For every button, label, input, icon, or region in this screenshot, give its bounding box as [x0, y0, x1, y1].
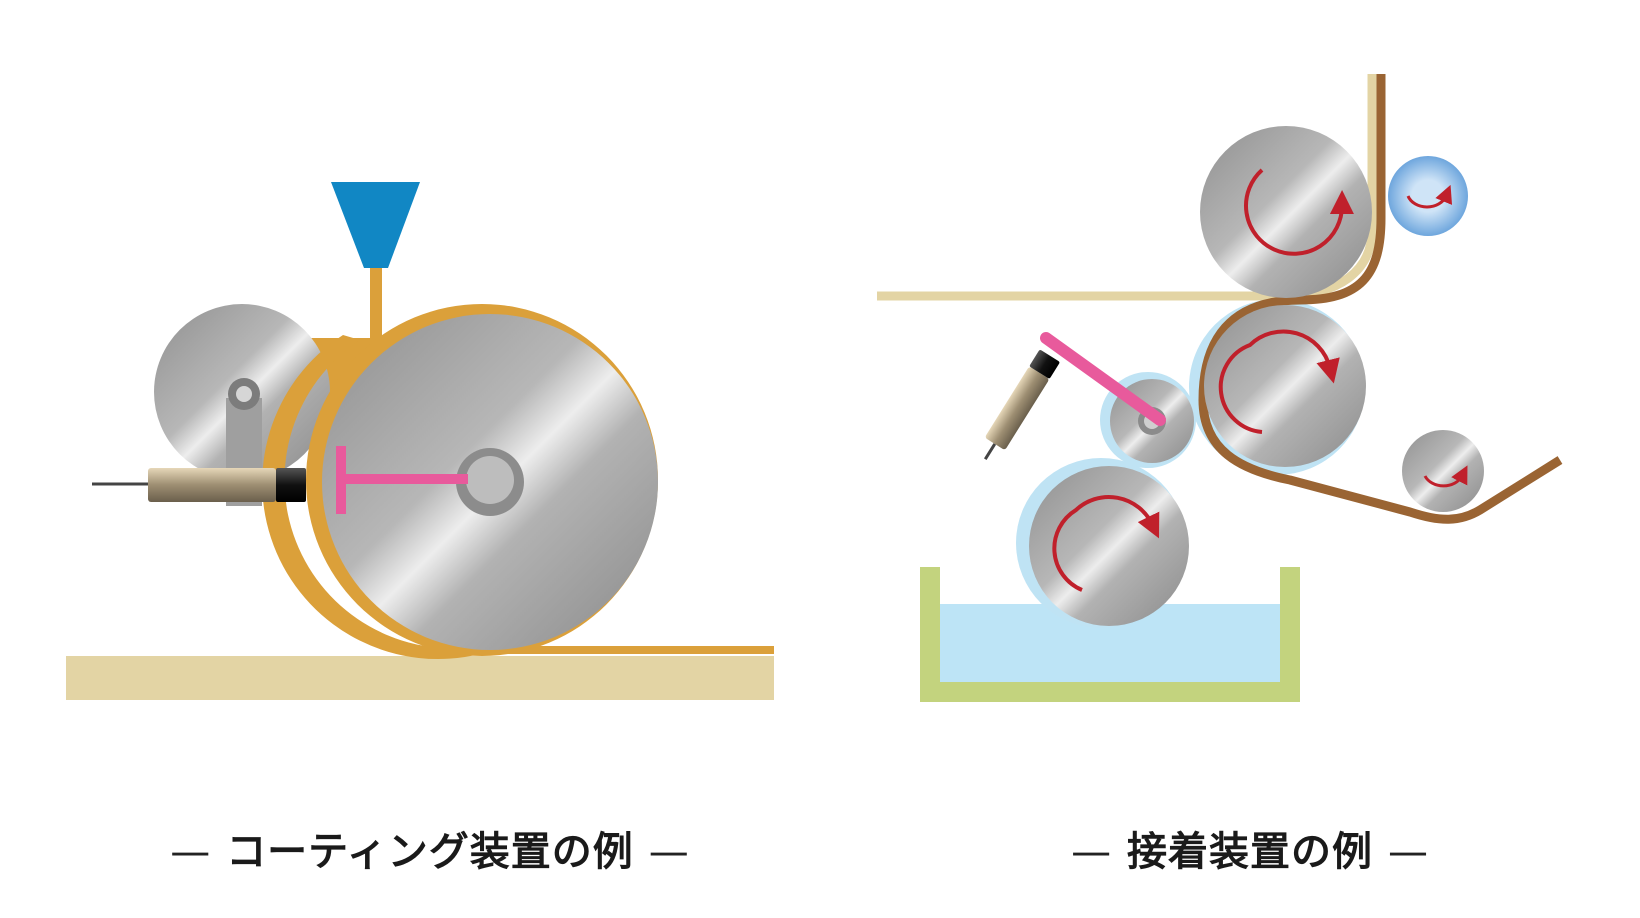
hopper-icon — [331, 182, 420, 268]
upper-roll — [1200, 126, 1372, 298]
caption-dash: — — [1387, 829, 1429, 875]
bonding-caption-text: 接着装置の例 — [1127, 829, 1373, 875]
caption-dash: — — [648, 829, 690, 875]
coating-device-caption: — コーティング装置の例 — — [100, 822, 760, 882]
doctor-blade — [1040, 332, 1166, 426]
sensor-cap — [276, 468, 306, 502]
caption-dash: — — [170, 829, 212, 875]
rotation-arrow-icon — [1218, 329, 1340, 434]
doctor-blade-bar — [344, 474, 468, 484]
laminate-film — [1198, 74, 1563, 524]
bonding-device-caption: — 接着装置の例 — — [1000, 822, 1500, 882]
coating-caption-text: コーティング装置の例 — [226, 829, 634, 875]
nip-roll — [1388, 156, 1468, 236]
rotation-arrow-icon — [1052, 495, 1160, 592]
rotation-arrow-icon — [1244, 168, 1354, 256]
guide-roll — [1402, 430, 1484, 512]
substrate-base — [66, 656, 774, 700]
feed-pipe — [370, 268, 382, 340]
large-roll-hub — [466, 456, 514, 504]
proximity-sensor-icon — [148, 468, 276, 502]
proximity-sensor-icon — [983, 350, 1060, 460]
bonding-device — [877, 74, 1563, 702]
bracket-bolt-center — [236, 386, 252, 402]
glue-tank — [920, 567, 1300, 702]
caption-dash: — — [1071, 829, 1113, 875]
rotation-arrow-icon — [1406, 184, 1453, 209]
doctor-blade-head — [336, 446, 346, 514]
coating-device — [66, 182, 774, 700]
rotation-arrow-icon — [1423, 465, 1468, 488]
middle-roll — [1204, 305, 1366, 467]
applicator-roll — [1029, 466, 1189, 626]
coating-layer — [262, 335, 774, 660]
